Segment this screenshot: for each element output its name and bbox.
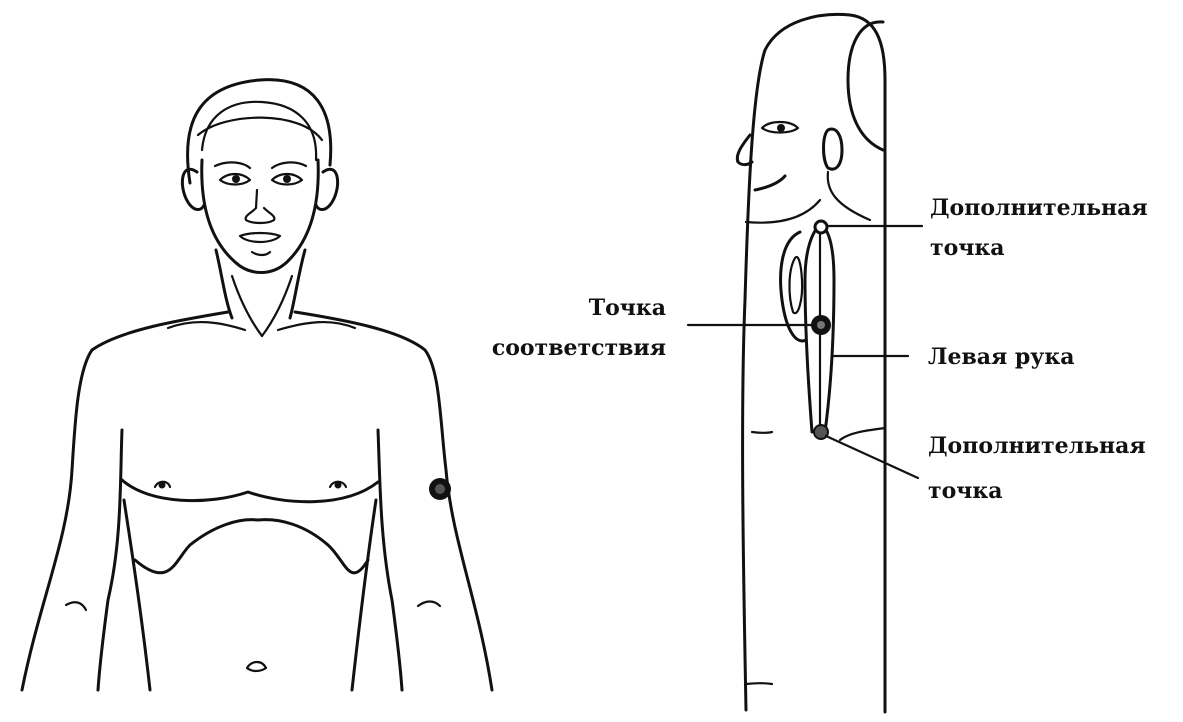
mouth — [240, 233, 280, 242]
face-pupil — [777, 124, 785, 132]
hair-inner — [202, 102, 316, 160]
bottom-crease — [746, 683, 772, 684]
label-additional-point-top-line1: Дополнительная — [930, 195, 1148, 221]
human-figure — [22, 80, 492, 690]
nose — [246, 190, 275, 223]
right-pupil — [283, 175, 291, 183]
face-ear — [824, 129, 843, 169]
clavicle-right — [278, 322, 355, 330]
torso-line-left — [752, 432, 772, 433]
hair-outline — [188, 80, 331, 183]
finger-outline — [743, 14, 885, 712]
right-inner-arm — [378, 430, 402, 690]
right-eyebrow — [272, 162, 306, 168]
torso-right-side — [352, 500, 376, 690]
label-additional-point-top-line2: точка — [930, 235, 1005, 261]
label-correspondence-point-line2: соответствия — [492, 335, 666, 361]
fingernail — [848, 22, 883, 150]
hair-line — [198, 118, 322, 140]
right-elbow-crease — [418, 602, 440, 607]
neck-left — [216, 250, 232, 318]
left-inner-arm — [98, 430, 122, 690]
hand-loop-inner — [789, 257, 802, 313]
label-additional-point-bottom-line2: точка — [928, 478, 1003, 504]
neck-line — [828, 172, 870, 220]
torso-left-side — [124, 500, 150, 690]
clavicle-left — [168, 322, 245, 330]
correspondence-point-core — [817, 321, 825, 329]
torso-line-right — [840, 428, 885, 440]
neck-right — [290, 250, 305, 318]
leader-lower-additional — [826, 436, 918, 478]
finger-figure — [737, 14, 885, 712]
label-left-arm: Левая рука — [928, 344, 1075, 370]
left-pupil — [232, 175, 240, 183]
left-eyebrow — [215, 162, 250, 168]
label-additional-point-bottom-line1: Дополнительная — [928, 433, 1146, 459]
left-elbow-crease — [66, 602, 86, 610]
face-smile — [755, 176, 785, 190]
navel — [247, 662, 266, 671]
jaw-line — [746, 200, 820, 223]
chin — [252, 252, 270, 255]
rib-cage-arch — [135, 520, 368, 573]
arm-acupoint-core — [435, 484, 445, 494]
upper-additional-point — [815, 221, 827, 233]
label-correspondence-point-line1: Точка — [589, 295, 666, 321]
